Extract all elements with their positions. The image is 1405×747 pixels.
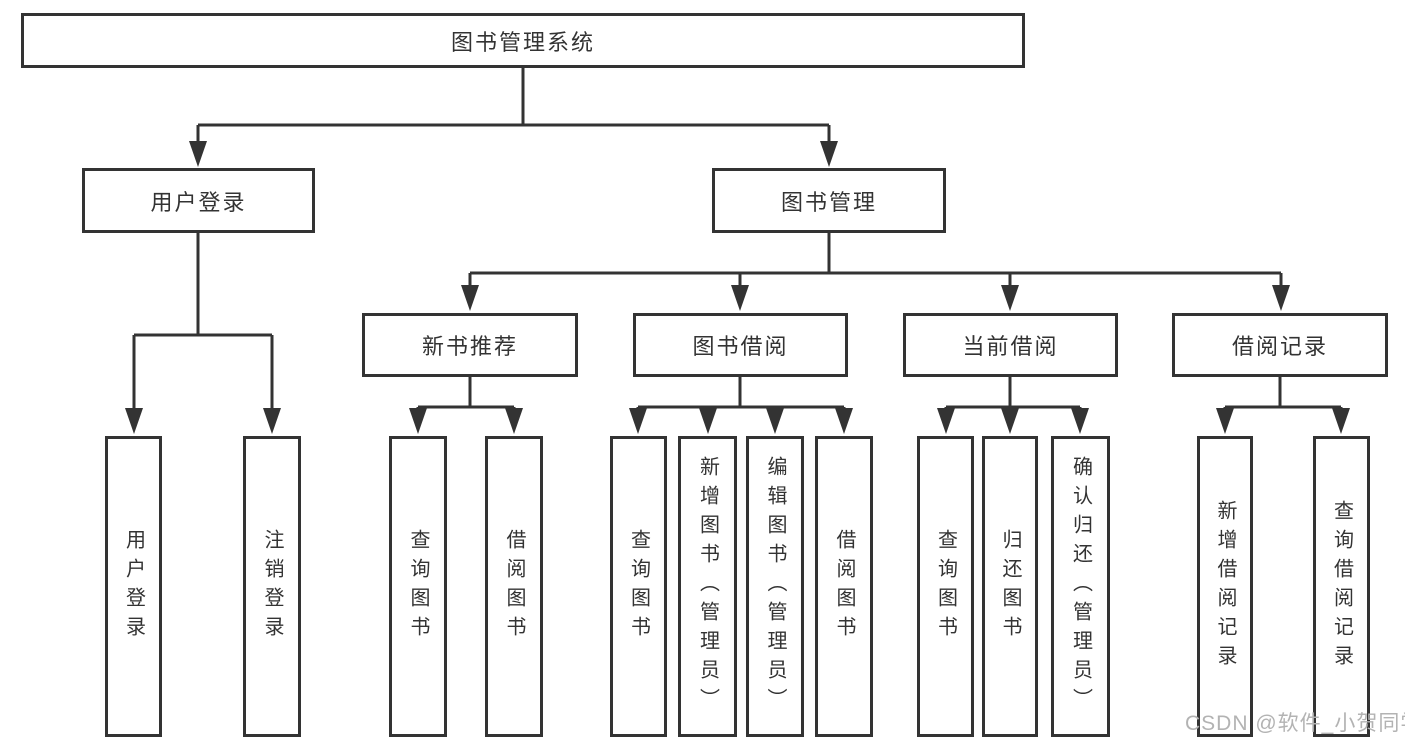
node-book-borrow: 图书借阅 [633,313,848,377]
leaf-confirm-return-admin: 确认归还（管理员） [1051,436,1110,737]
connector-book-borrow-branch [636,377,846,411]
leaf-return-book: 归还图书 [982,436,1038,737]
leaf-query-books-recommend: 查询图书 [389,436,447,737]
node-borrow-records: 借阅记录 [1172,313,1388,377]
leaf-logout: 注销登录 [243,436,301,737]
node-label: 新书推荐 [421,334,518,359]
node-label: 查询图书 [407,528,429,645]
node-label: 查询借阅记录 [1330,499,1353,674]
leaf-borrow-books: 借阅图书 [815,436,873,737]
node-label: 新增图书（管理员） [696,456,719,717]
leaf-query-books-borrow: 查询图书 [610,436,667,737]
node-label: 新增借阅记录 [1214,499,1236,674]
node-label: 图书管理系统 [450,29,595,55]
node-book-management: 图书管理 [712,168,946,233]
leaf-edit-book-admin: 编辑图书（管理员） [746,436,804,737]
leaf-add-book-admin: 新增图书（管理员） [678,436,737,737]
leaf-query-books-current: 查询图书 [917,436,974,737]
node-label: 用户登录 [150,189,247,215]
connector-borrow-records-branch [1223,377,1343,411]
connector-current-borrow-branch [944,377,1082,411]
node-root: 图书管理系统 [21,13,1025,68]
node-label: 当前借阅 [962,334,1059,359]
node-label: 借阅图书 [833,528,855,645]
leaf-add-borrow-record: 新增借阅记录 [1197,436,1253,737]
node-label: 归还图书 [999,528,1021,645]
node-label: 查询图书 [627,528,650,645]
node-label: 确认归还（管理员） [1069,456,1092,717]
leaf-user-login: 用户登录 [105,436,162,737]
leaf-query-borrow-record: 查询借阅记录 [1313,436,1370,737]
connector-user-login-branch [132,233,274,412]
connector-book-management-branch [468,233,1283,289]
node-label: 用户登录 [122,528,145,645]
connector-root [196,68,831,145]
node-label: 查询图书 [934,528,957,645]
node-label: 图书管理 [780,189,877,215]
node-label: 编辑图书（管理员） [764,456,786,717]
node-label: 图书借阅 [692,334,789,359]
csdn-watermark: CSDN @软件_小贺同学 [1185,712,1405,735]
leaf-borrow-books-recommend: 借阅图书 [485,436,543,737]
connector-new-book-branch [416,377,516,411]
node-label: 借阅图书 [503,528,525,645]
node-current-borrow: 当前借阅 [903,313,1118,377]
node-new-book-recommend: 新书推荐 [362,313,578,377]
arrowheads [125,141,1350,434]
node-label: 注销登录 [261,528,283,645]
node-user-login: 用户登录 [82,168,315,233]
node-label: 借阅记录 [1231,334,1328,359]
